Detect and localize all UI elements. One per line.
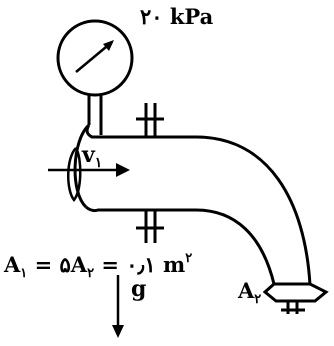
area-eq-a1: A <box>3 252 21 277</box>
area-eq-sub2: ۲ <box>87 266 94 281</box>
outlet-area-label: A۲ <box>237 278 261 307</box>
pipe-bottom-wall <box>85 205 276 285</box>
outlet-area-sub: ۲ <box>254 292 261 307</box>
gravity-label: g <box>131 276 146 302</box>
velocity-arrow-head <box>116 163 130 177</box>
top-flange <box>136 103 164 138</box>
pipe-inlet-opening <box>73 123 91 209</box>
velocity-label: v۱ <box>81 142 102 171</box>
pipe-top-wall <box>85 124 312 286</box>
area-equation-label: A۱ = ۵A۲ = ۰٫۱ m۲ <box>3 251 192 281</box>
bottom-flange <box>136 209 164 243</box>
velocity-label-sub: ۱ <box>95 155 103 171</box>
gravity-arrow-head <box>112 325 124 338</box>
gauge-reading-label: ۲۰ kPa <box>140 4 214 29</box>
outlet-area-base: A <box>237 278 255 303</box>
exit-flange <box>281 301 305 314</box>
exit-nozzle <box>262 282 329 303</box>
pressure-gauge-needle-tip <box>103 40 114 51</box>
area-eq-sub1: ۱ <box>20 266 27 281</box>
velocity-swirl <box>67 147 82 203</box>
pressure-gauge-dial <box>56 19 134 97</box>
velocity-label-base: v <box>81 142 96 168</box>
gauge-stem <box>87 95 103 135</box>
area-eq-a2: = ۵A <box>27 252 87 277</box>
area-eq-sup: ۲ <box>185 251 192 266</box>
area-eq-value: = ۰٫۱ m <box>94 252 185 277</box>
